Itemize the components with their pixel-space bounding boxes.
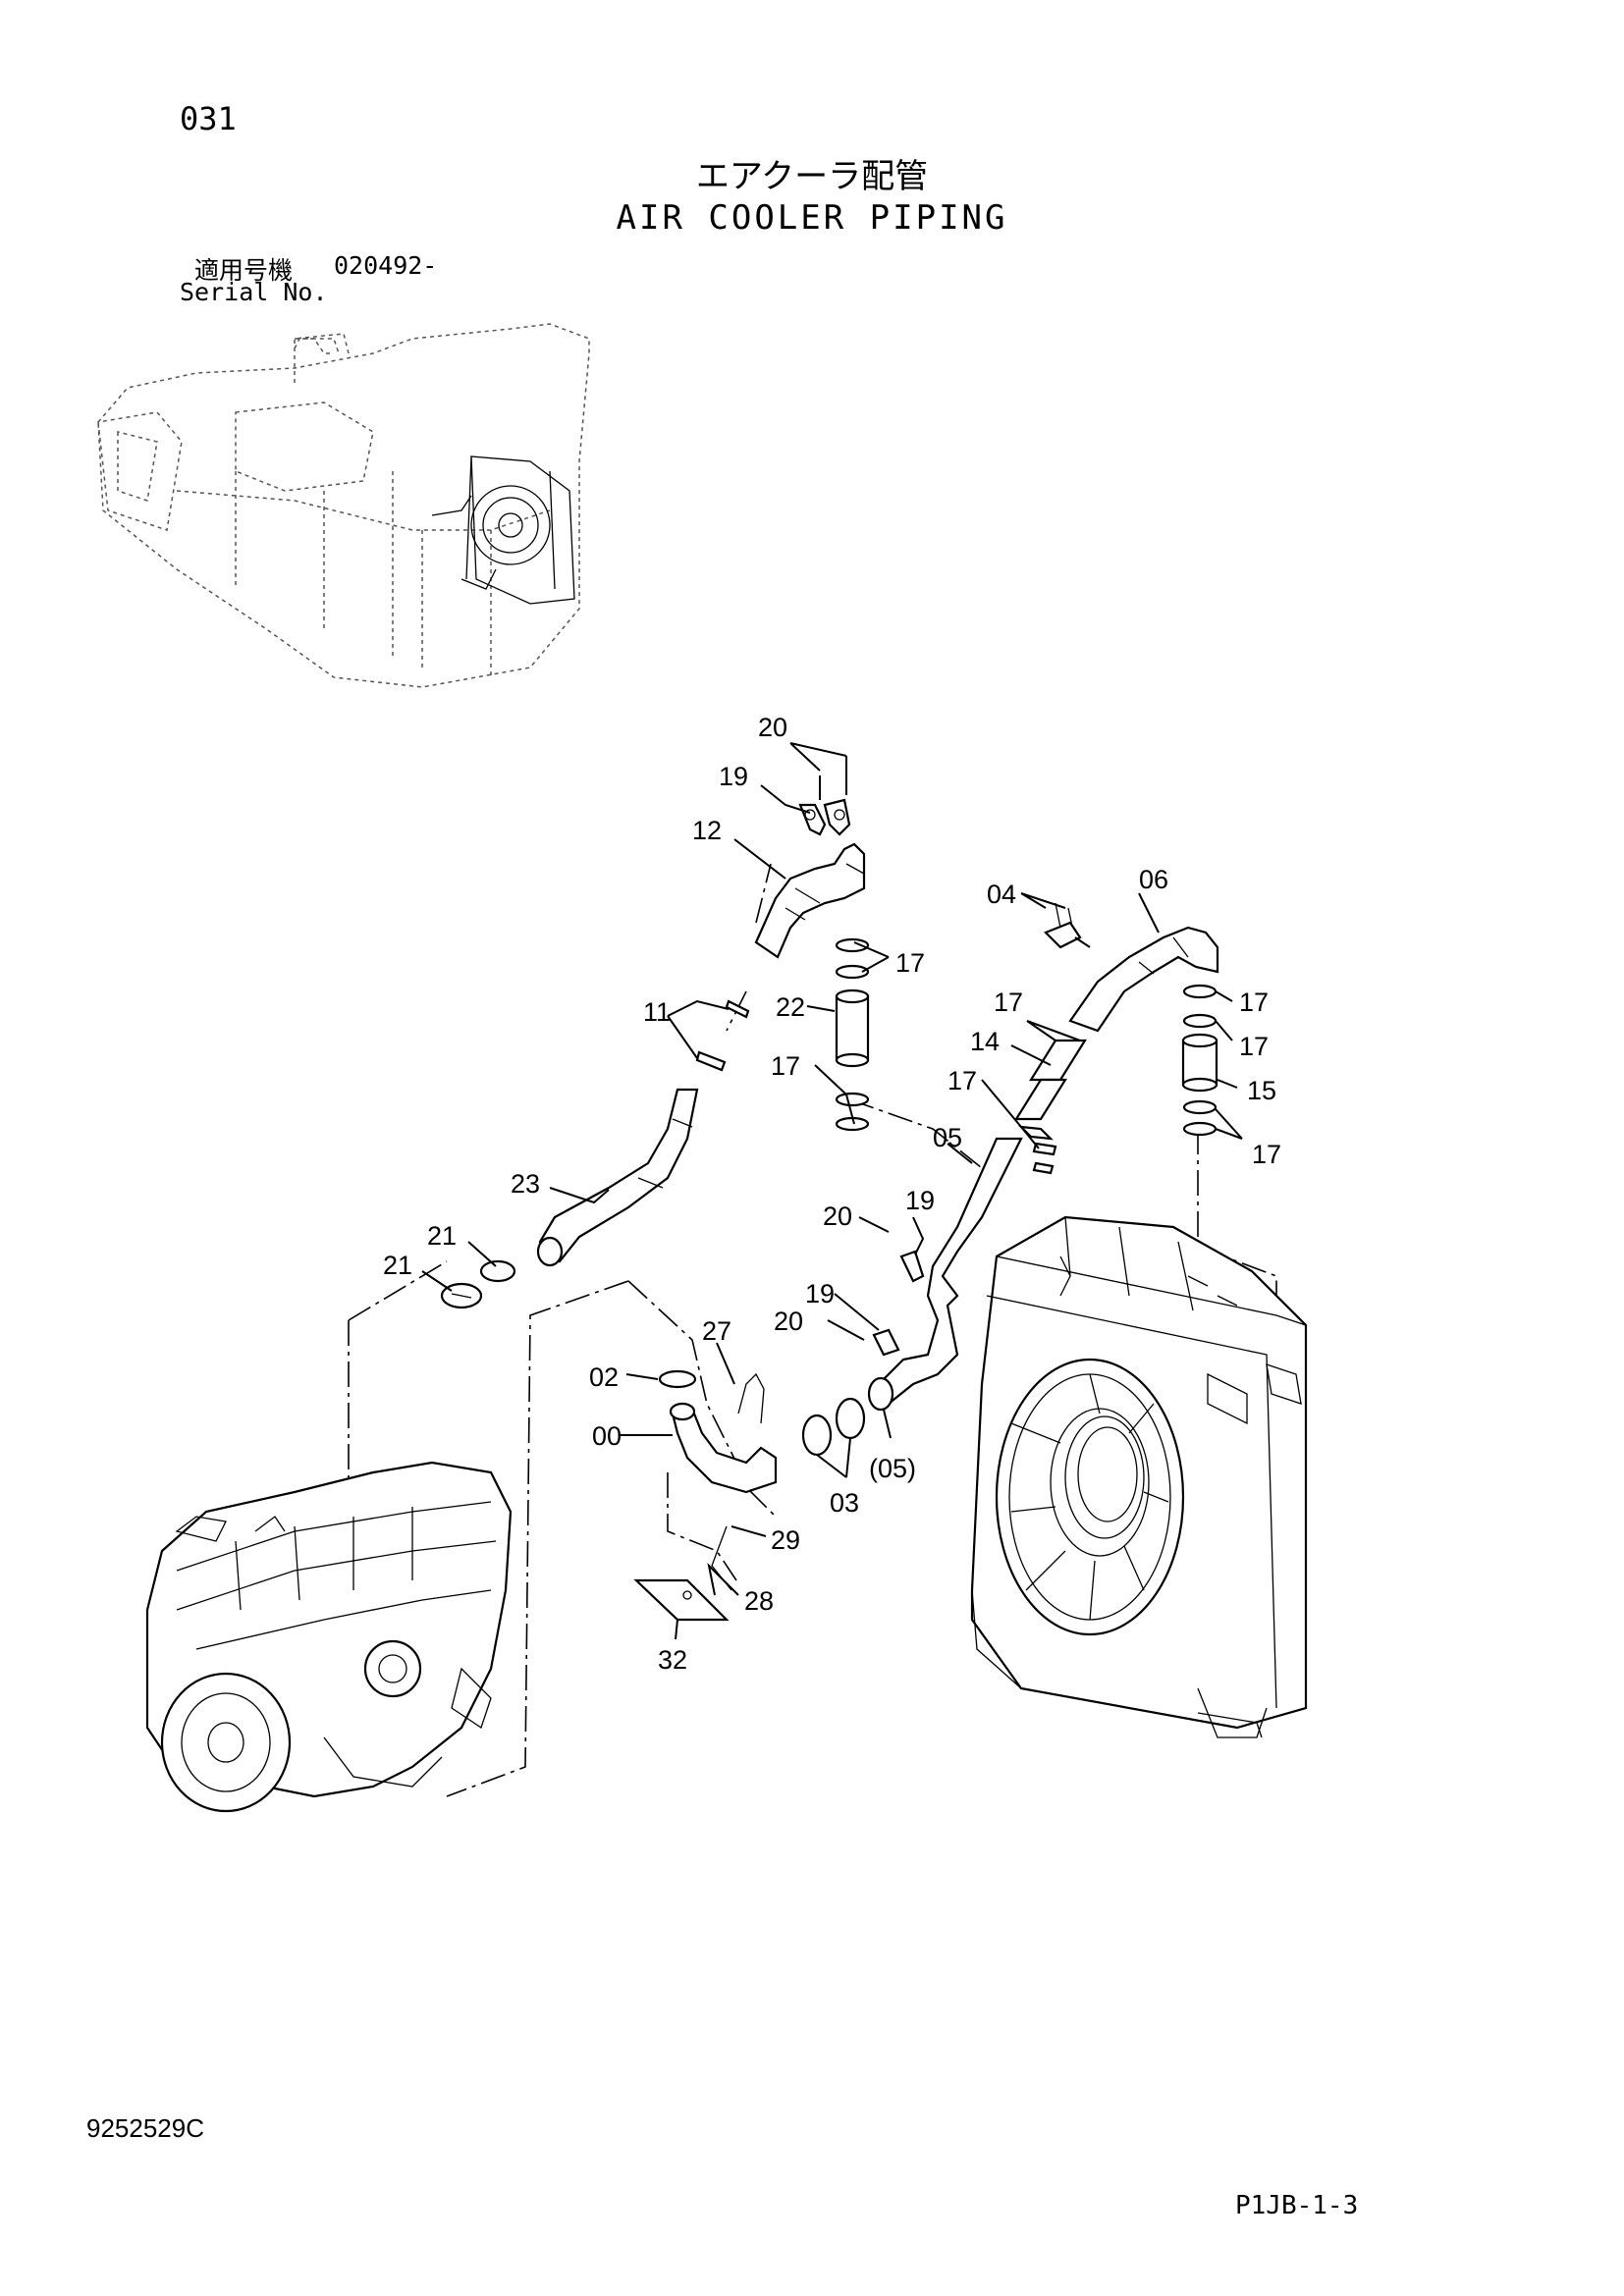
routing-lines (348, 863, 1277, 1797)
callout-17-d: 17 (1239, 1032, 1269, 1061)
callout-29: 29 (771, 1525, 800, 1555)
clamps-03 (801, 1397, 866, 1457)
clip-11 (695, 999, 750, 1072)
callout-17-a: 17 (895, 948, 925, 978)
callout-21-a: 21 (427, 1221, 457, 1251)
callout-19-top: 19 (719, 762, 748, 791)
title-japanese: エアクーラ配管 (695, 157, 929, 196)
hose-15-stack (1181, 984, 1218, 1137)
clamps-21 (440, 1259, 516, 1309)
callout-23: 23 (511, 1169, 540, 1199)
pipe-06 (1044, 902, 1219, 1033)
callout-04: 04 (987, 880, 1016, 909)
document-number: 9252529C (86, 2113, 204, 2143)
callout-19-low: 19 (805, 1279, 835, 1308)
title-english: AIR COOLER PIPING (616, 198, 1008, 238)
serial-label-english: Serial No. (180, 278, 328, 306)
callout-17-f: 17 (947, 1066, 977, 1095)
hose-14 (1014, 1039, 1087, 1175)
callout-17-g: 17 (1252, 1140, 1281, 1169)
callout-17-c: 17 (1239, 988, 1269, 1017)
callout-21-b: 21 (383, 1251, 412, 1280)
callout-06: 06 (1139, 865, 1168, 894)
callout-11: 11 (643, 997, 671, 1027)
callout-32: 32 (658, 1645, 687, 1675)
pipe-05 (867, 1137, 1023, 1412)
serial-label-japanese: 適用号機 (194, 256, 294, 285)
callout-20-low: 20 (774, 1307, 803, 1336)
callout-22: 22 (776, 992, 805, 1022)
callout-12: 12 (692, 816, 722, 845)
page-reference: P1JB-1-3 (1235, 2191, 1359, 2220)
hose-22-stack (835, 937, 870, 1132)
pipe-12 (754, 756, 866, 959)
leader-lines (421, 742, 1243, 1640)
callout-20-top: 20 (758, 713, 787, 742)
callout-02: 02 (589, 1362, 619, 1392)
callout-14: 14 (970, 1027, 1000, 1056)
callout-20-mid: 20 (823, 1201, 852, 1231)
machine-overview-drawing (97, 323, 590, 688)
radiator-drawing (970, 1215, 1308, 1738)
callout-03: 03 (830, 1488, 859, 1518)
callout-17-b: 17 (994, 988, 1023, 1017)
callout-19-mid: 19 (905, 1186, 935, 1215)
callout-00: 00 (592, 1421, 622, 1451)
callout-28: 28 (744, 1586, 774, 1616)
callout-15: 15 (1247, 1076, 1276, 1105)
callout-27: 27 (702, 1316, 731, 1346)
callout-labels: 20 19 12 04 06 17 17 17 17 11 22 14 17 1… (383, 713, 1281, 1675)
hose-23 (536, 1088, 699, 1267)
serial-value: 020492- (334, 251, 438, 280)
page-number: 031 (180, 100, 237, 137)
engine-drawing (145, 1461, 513, 1813)
callout-05-paren: (05) (869, 1454, 916, 1483)
callout-17-e: 17 (771, 1051, 800, 1081)
callout-05: 05 (933, 1123, 962, 1152)
